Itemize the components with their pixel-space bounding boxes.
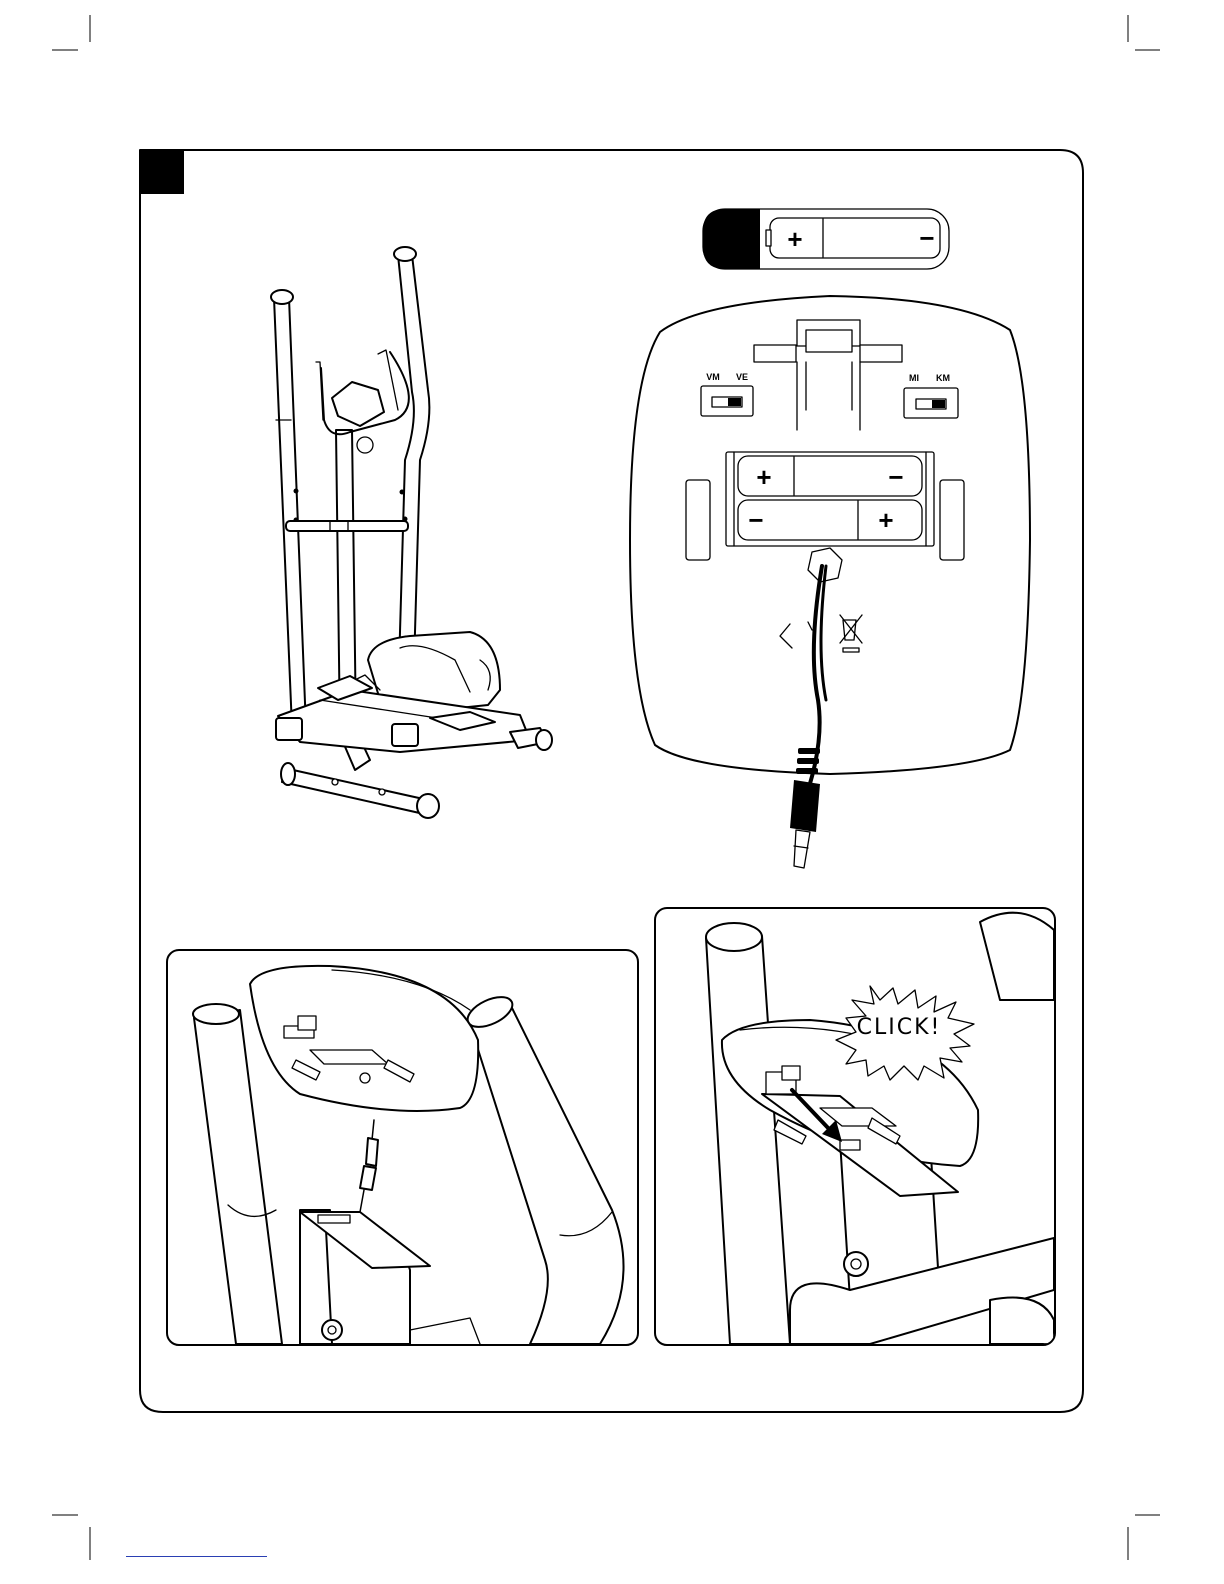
battery-plus-sign: + <box>787 224 802 254</box>
inset-snap-console: CLICK! <box>655 908 1055 1345</box>
top-cell-minus: − <box>888 462 903 492</box>
switch-right-label-a: MI <box>909 373 919 383</box>
battery-minus-sign: − <box>919 223 934 253</box>
switch-right-label-b: KM <box>936 373 950 383</box>
click-callout-text: CLICK! <box>857 1015 942 1040</box>
step-number-badge <box>140 150 184 194</box>
battery-requirement: + − <box>703 209 949 269</box>
weee-crossed-bin-icon <box>840 615 862 652</box>
sensor-cable <box>790 548 842 868</box>
bottom-cell-minus: − <box>748 505 763 535</box>
inset-connect-cable <box>167 950 638 1345</box>
top-cell-plus: + <box>756 462 771 492</box>
switch-left-label-a: VM <box>706 372 720 382</box>
battery-compartment <box>686 452 964 560</box>
bottom-cell-plus: + <box>878 505 893 535</box>
elliptical-trainer-illustration <box>271 247 552 818</box>
unit-switch-right: MI KM <box>904 373 958 418</box>
aa-battery-bottom <box>738 500 922 540</box>
switch-left-label-b: VE <box>736 372 748 382</box>
unit-switch-left: VM VE <box>701 372 753 416</box>
footer-link-underline[interactable] <box>126 1556 267 1557</box>
